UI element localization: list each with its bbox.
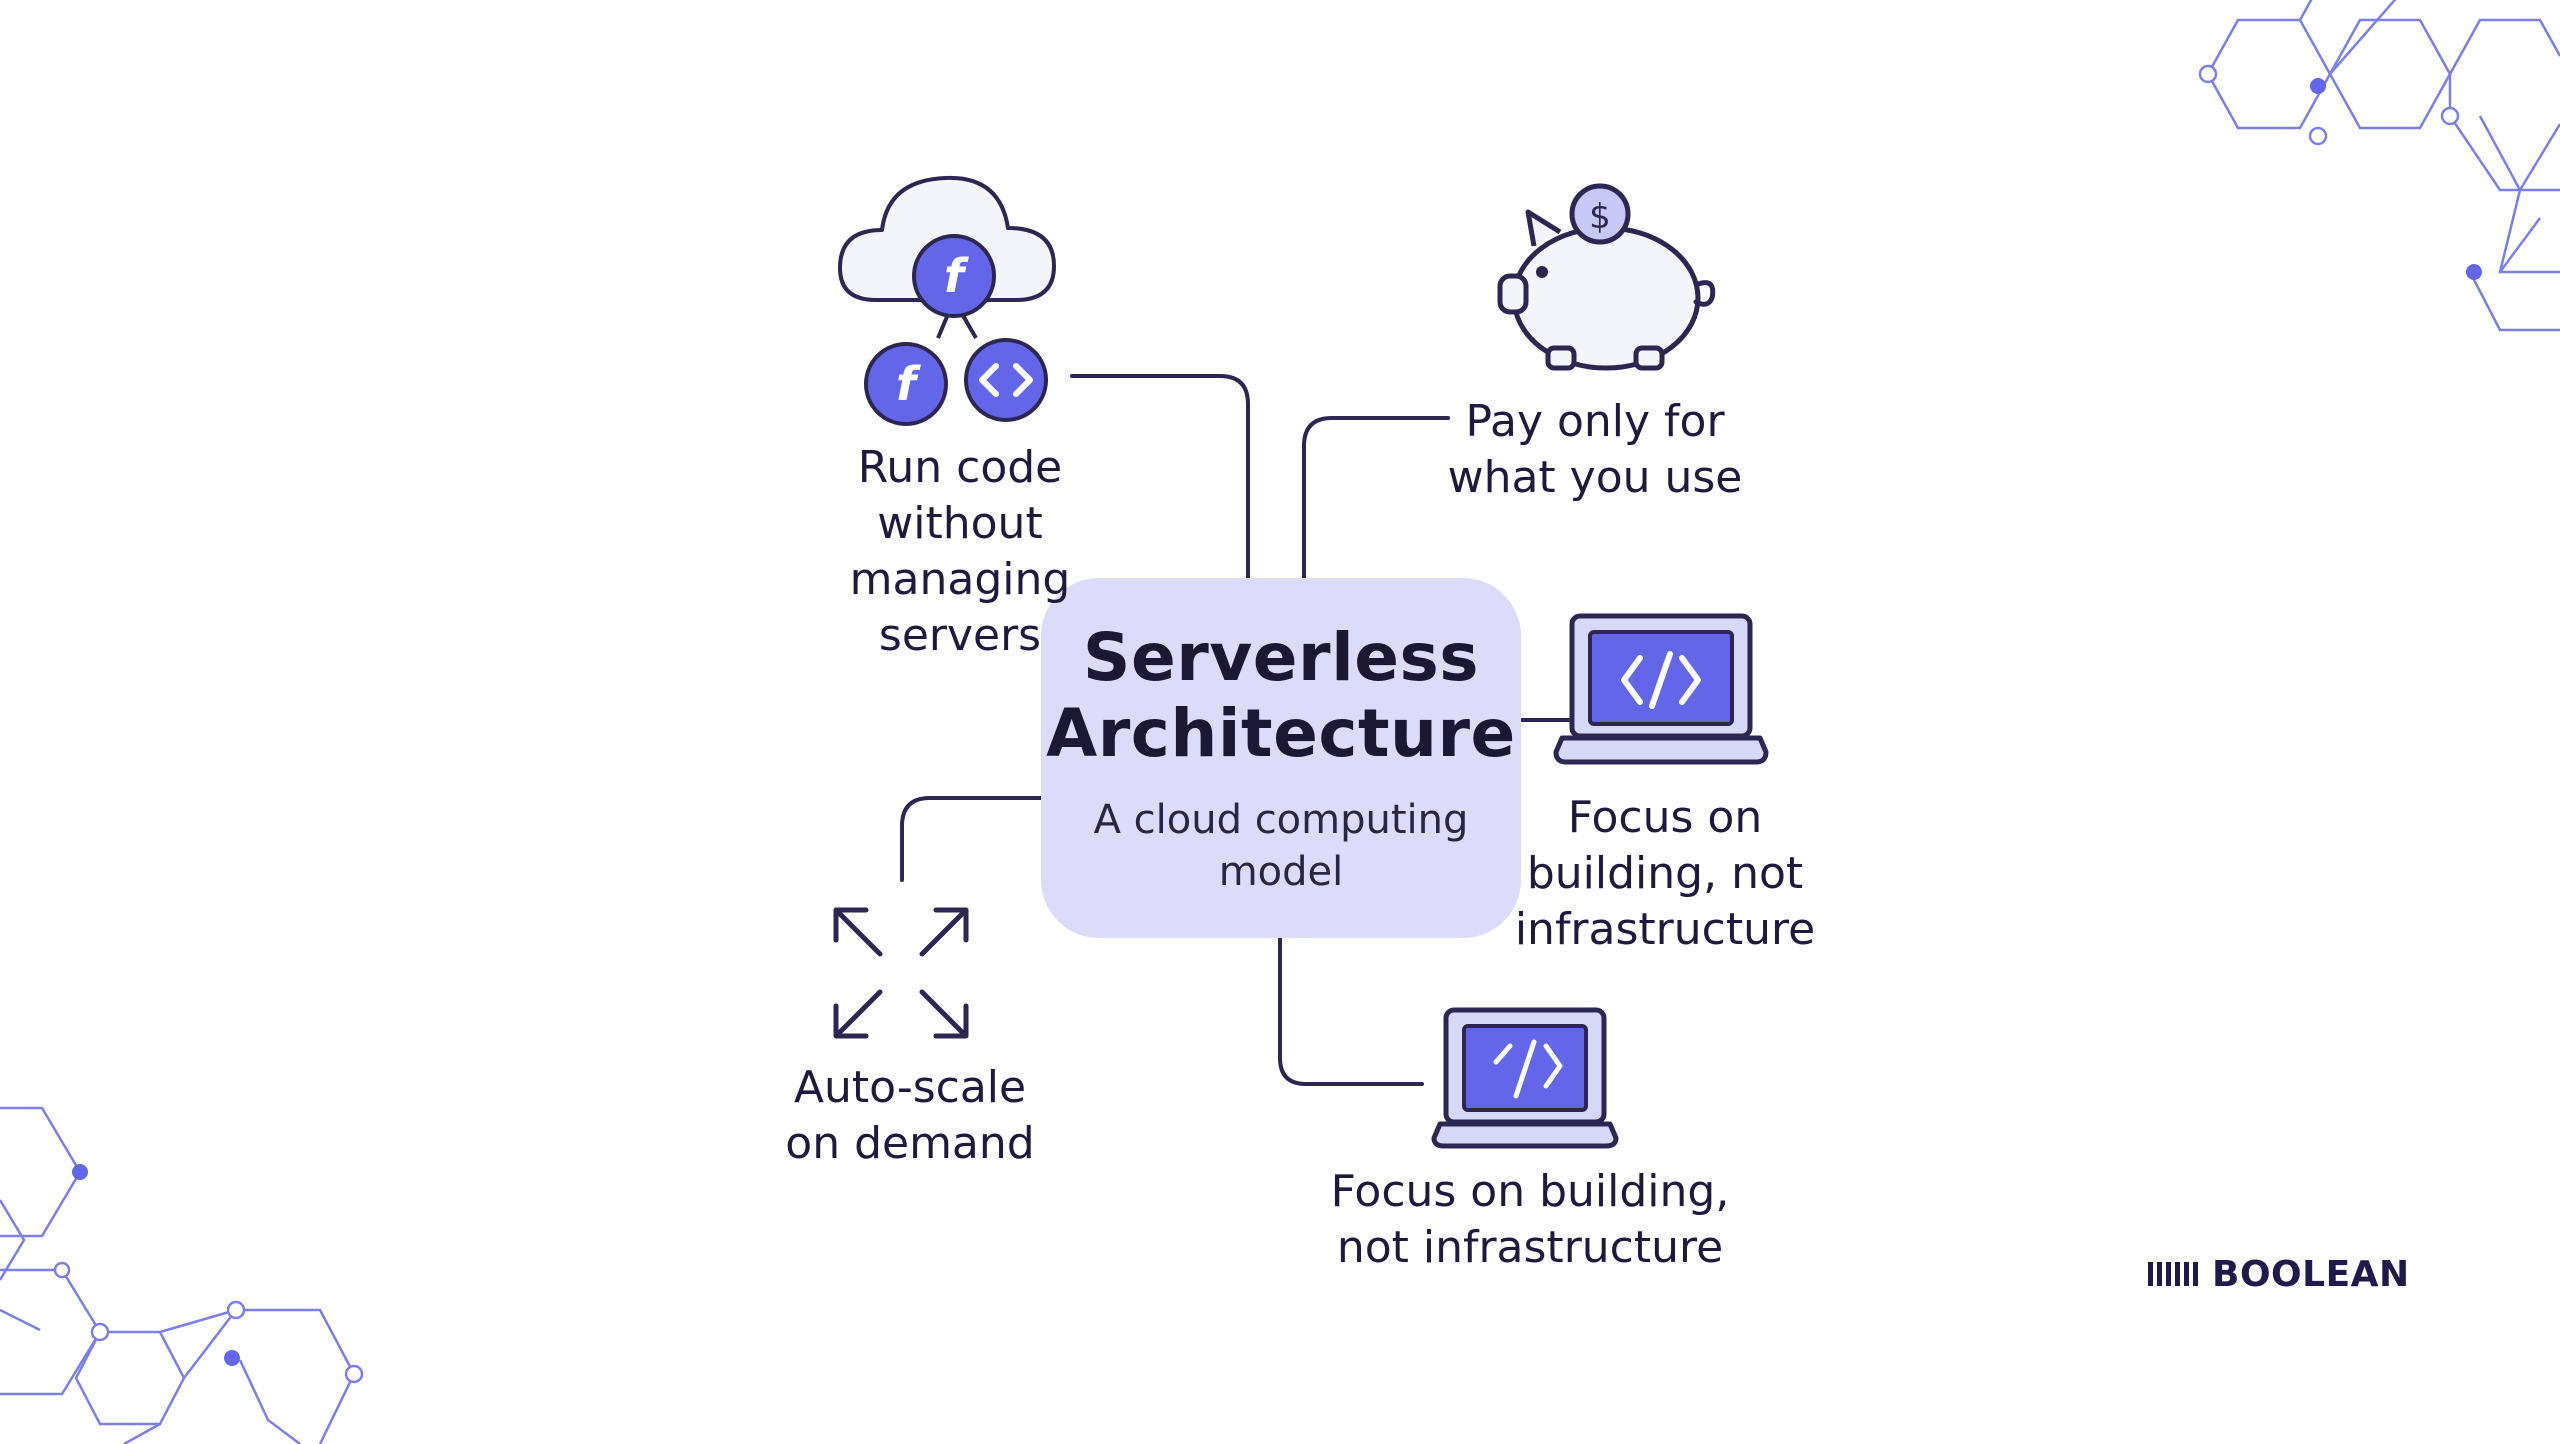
cloud-functions-icon: f f xyxy=(838,175,1056,426)
label-run-code-line2: without managing xyxy=(849,498,1071,605)
label-pay-line1: Pay only for xyxy=(1465,396,1725,447)
barcode-logo-icon xyxy=(2148,1262,2198,1286)
label-run-code: Run code without managing servers xyxy=(760,440,1160,664)
connector-run-code xyxy=(1070,374,1250,580)
label-focus-right-line1: Focus on xyxy=(1567,792,1763,843)
center-title-line2: Architecture xyxy=(1046,695,1516,772)
label-focus-bottom-line1: Focus on building, xyxy=(1330,1166,1730,1217)
label-pay: Pay only for what you use xyxy=(1430,394,1760,506)
connector-focus-bottom xyxy=(1278,936,1424,1086)
brand-logo: BOOLEAN xyxy=(2148,1250,2410,1298)
hex-network-decor-bottom-left xyxy=(0,1106,364,1444)
center-subtitle-line2: model xyxy=(1218,849,1344,895)
hex-network-decor-top-right xyxy=(2198,0,2560,332)
center-title-line1: Serverless xyxy=(1082,619,1480,696)
label-focus-bottom-line2: not infrastructure xyxy=(1336,1222,1724,1273)
label-run-code-line1: Run code xyxy=(857,442,1063,493)
label-autoscale-line2: on demand xyxy=(785,1118,1035,1169)
laptop-code-icon-right xyxy=(1553,613,1769,765)
center-node: Serverless Architecture A cloud computin… xyxy=(1041,578,1521,938)
svg-text:$: $ xyxy=(1589,197,1611,237)
label-pay-line2: what you use xyxy=(1447,452,1743,503)
center-subtitle-line1: A cloud computing xyxy=(1093,797,1469,843)
brand-name: BOOLEAN xyxy=(2212,1253,2410,1295)
label-focus-right-line3: infrastructure xyxy=(1514,904,1816,955)
label-focus-bottom: Focus on building, not infrastructure xyxy=(1320,1164,1740,1276)
center-subtitle: A cloud computing model xyxy=(1081,794,1481,898)
label-focus-right: Focus on building, not infrastructure xyxy=(1500,790,1830,958)
label-autoscale: Auto-scale on demand xyxy=(760,1060,1060,1172)
label-focus-right-line2: building, not xyxy=(1526,848,1804,899)
laptop-code-icon-bottom xyxy=(1431,1007,1619,1149)
label-run-code-line3: servers xyxy=(878,610,1042,661)
connector-pay xyxy=(1302,416,1450,580)
piggy-bank-icon: $ xyxy=(1497,183,1716,371)
label-autoscale-line1: Auto-scale xyxy=(793,1062,1027,1113)
connector-autoscale xyxy=(900,796,1043,882)
expand-arrows-icon xyxy=(833,907,969,1039)
